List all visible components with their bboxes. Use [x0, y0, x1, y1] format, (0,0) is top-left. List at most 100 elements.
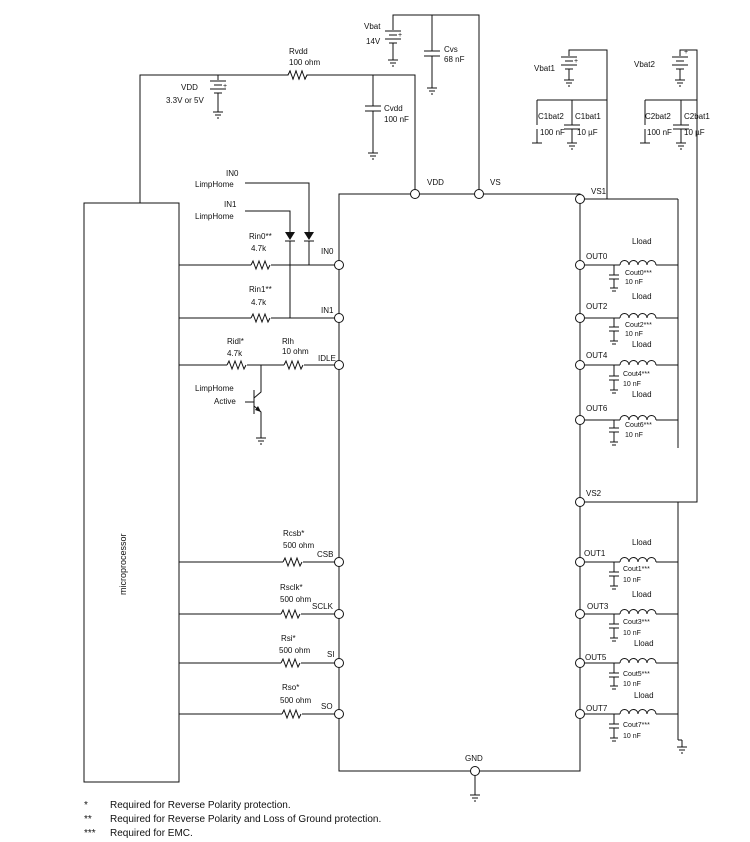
ridl-resistor	[226, 359, 247, 371]
footnote-row: * Required for Reverse Polarity protecti…	[84, 799, 724, 813]
cout5-value: 10 nF	[623, 681, 641, 688]
rin0-label: Rin0**	[249, 232, 272, 241]
cout2-value: 10 nF	[625, 331, 643, 338]
microprocessor-label: microprocessor	[118, 533, 128, 595]
pin-vs2	[575, 497, 585, 507]
lload-label: Lload	[634, 639, 654, 648]
in1-source-sublabel: LimpHome	[195, 212, 234, 221]
ridl-value: 4.7k	[227, 349, 243, 358]
footnotes: * Required for Reverse Polarity protecti…	[84, 799, 724, 841]
pin-si-label: SI	[327, 650, 335, 659]
cout5-label: Cout5***	[623, 671, 650, 678]
vbat2-label: Vbat2	[634, 60, 655, 69]
footnote-row: ** Required for Reverse Polarity and Los…	[84, 813, 724, 827]
pin-out7-label: OUT7	[586, 704, 608, 713]
pin-out2	[575, 313, 585, 323]
out2-channel: OUT2 Lload Cout2*** 10 nF	[575, 292, 678, 345]
lload-label: Lload	[634, 691, 654, 700]
pin-out1-label: OUT1	[584, 549, 606, 558]
cout4-value: 10 nF	[623, 381, 641, 388]
vdd-net	[139, 74, 416, 203]
lload-label: Lload	[632, 292, 652, 301]
footnote-mark: *	[84, 800, 88, 811]
diode-in0	[304, 232, 314, 240]
pin-sclk	[334, 609, 344, 619]
pin-out3	[575, 609, 585, 619]
limphome-active-sublabel: Active	[214, 397, 236, 406]
cout1-label: Cout1***	[623, 566, 650, 573]
cout1-value: 10 nF	[623, 577, 641, 584]
lload-inductor	[619, 557, 657, 563]
svg-text:+: +	[223, 83, 227, 90]
rvdd-label: Rvdd	[289, 47, 308, 56]
cout4-label: Cout4***	[623, 371, 650, 378]
rso-resistor	[281, 708, 302, 720]
rso-label: Rso*	[282, 683, 299, 692]
cout3-value: 10 nF	[623, 630, 641, 637]
pin-in1-label: IN1	[321, 306, 334, 315]
in0-source-label: IN0	[226, 169, 239, 178]
lload-inductor	[619, 313, 657, 319]
cvs-value: 68 nF	[444, 55, 465, 64]
pin-sclk-label: SCLK	[312, 602, 334, 611]
rin0-value: 4.7k	[251, 244, 267, 253]
pin-out0-label: OUT0	[586, 252, 608, 261]
pin-out6	[575, 415, 585, 425]
rsi-resistor	[280, 657, 301, 669]
pin-gnd	[470, 766, 480, 776]
in0-source-sublabel: LimpHome	[195, 180, 234, 189]
out1-channel: OUT1 Lload Cout1*** 10 nF	[575, 538, 678, 590]
pin-idle	[334, 360, 344, 370]
rlh-resistor	[283, 359, 304, 371]
out0-channel: OUT0 Lload Cout0*** 10 nF	[575, 237, 678, 292]
c2bat2-label: C2bat2	[645, 112, 671, 121]
out4-channel: OUT4 Lload Cout4*** 10 nF	[575, 340, 678, 394]
pin-in0-label: IN0	[321, 247, 334, 256]
rlh-value: 10 ohm	[282, 347, 309, 356]
pin-out5	[575, 658, 585, 668]
pin-in1	[334, 313, 344, 323]
cvs-label: Cvs	[444, 45, 458, 54]
c1bat2-label: C1bat2	[538, 112, 564, 121]
rvdd-value: 100 ohm	[289, 58, 320, 67]
pin-vs1-label: VS1	[591, 187, 607, 196]
pin-out6-label: OUT6	[586, 404, 608, 413]
cout7-label: Cout7***	[623, 722, 650, 729]
rin1-value: 4.7k	[251, 298, 267, 307]
cout7-value: 10 nF	[623, 733, 641, 740]
cvdd-label: Cvdd	[384, 104, 403, 113]
cout2-label: Cout2***	[625, 322, 652, 329]
pin-out5-label: OUT5	[585, 653, 607, 662]
cvdd-value: 100 nF	[384, 115, 409, 124]
lload-label: Lload	[632, 237, 652, 246]
driver-ic-block	[338, 193, 581, 772]
pin-so	[334, 709, 344, 719]
pin-out1	[575, 557, 585, 567]
outputs-group-vs2	[677, 502, 687, 754]
pin-out4	[575, 360, 585, 370]
footnote-mark: ***	[84, 828, 96, 839]
svg-text:+: +	[684, 49, 688, 56]
cout0-label: Cout0***	[625, 270, 652, 277]
footnote-text: Required for Reverse Polarity protection…	[110, 800, 291, 811]
rsclk-label: Rsclk*	[280, 583, 303, 592]
footnote-mark: **	[84, 814, 92, 825]
rin1-label: Rin1**	[249, 285, 272, 294]
lload-inductor	[619, 609, 657, 615]
pin-vdd	[410, 189, 420, 199]
pin-csb	[334, 557, 344, 567]
diode-in1	[285, 232, 295, 240]
rcsb-label: Rcsb*	[283, 529, 304, 538]
out6-channel: OUT6 Lload Cout6*** 10 nF	[575, 390, 678, 446]
lload-inductor	[619, 709, 657, 715]
pin-vdd-label: VDD	[427, 178, 444, 187]
outputs-group-vs1	[607, 198, 679, 448]
rsclk-value: 500 ohm	[280, 595, 311, 604]
pin-out7	[575, 709, 585, 719]
out5-channel: OUT5 Lload Cout5*** 10 nF	[575, 639, 678, 690]
c2bat1-label: C2bat1	[684, 112, 710, 121]
cout3-label: Cout3***	[623, 619, 650, 626]
limphome-active-label: LimpHome	[195, 384, 234, 393]
lload-inductor	[619, 360, 657, 366]
out7-channel: OUT7 Lload Cout7*** 10 nF	[575, 691, 678, 742]
